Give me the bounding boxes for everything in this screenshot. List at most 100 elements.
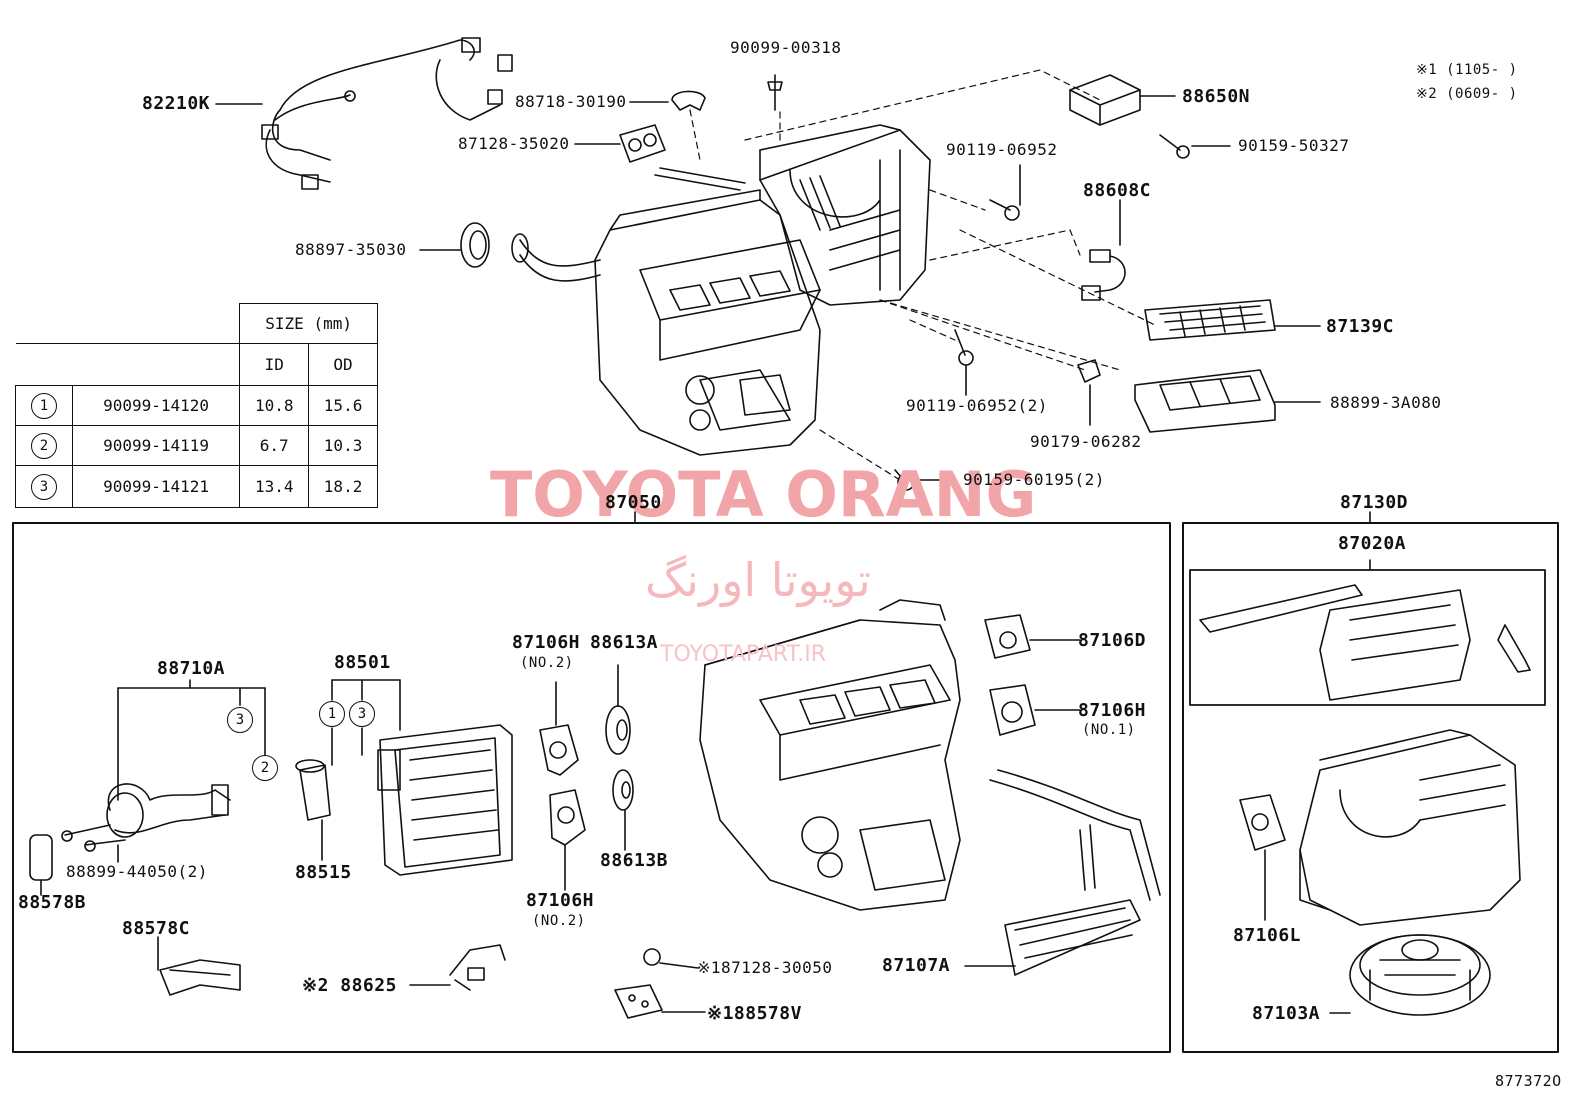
label-87128-35020[interactable]: 87128-35020	[458, 134, 570, 153]
label-87106D[interactable]: 87106D	[1078, 630, 1147, 651]
id-value: 10.8	[239, 385, 310, 426]
od-value: 10.3	[308, 425, 378, 466]
screw-90159-60195	[894, 469, 915, 491]
gasket-87020A	[1199, 584, 1363, 633]
label-87139C[interactable]: 87139C	[1326, 316, 1395, 337]
label-87106L[interactable]: 87106L	[1233, 925, 1302, 946]
blower-case-87130D	[1299, 729, 1521, 926]
heater-core-87107A	[989, 769, 1161, 976]
label-87106H-no2-lower-note: (NO.2)	[532, 913, 586, 929]
label-90119-06952[interactable]: 90119-06952	[946, 140, 1058, 159]
filter-87139C	[1144, 299, 1276, 341]
label-90159-60195-2[interactable]: 90159-60195(2)	[963, 470, 1105, 489]
grommet-187128-30050	[643, 948, 661, 966]
label-88625[interactable]: ※2 88625	[302, 975, 397, 996]
module-88650N	[1069, 74, 1141, 126]
label-88578V[interactable]: ※188578V	[707, 1003, 802, 1024]
od-value: 15.6	[308, 385, 378, 426]
filter-case-88899-3A080	[1134, 369, 1276, 433]
label-88578B[interactable]: 88578B	[18, 892, 87, 913]
ref-circle: 3	[30, 473, 57, 500]
label-88718-30190[interactable]: 88718-30190	[515, 92, 627, 111]
nut-90179-06282	[1077, 359, 1101, 383]
part-number: 90099-14120	[71, 385, 241, 426]
label-88613A[interactable]: 88613A	[590, 632, 659, 653]
watermark-site: TOYOTAPART.IR	[660, 642, 827, 667]
bracket-88578C	[159, 959, 241, 996]
label-87020A[interactable]: 87020A	[1338, 533, 1407, 554]
label-87130D[interactable]: 87130D	[1340, 492, 1409, 513]
gear-88613A	[605, 705, 631, 755]
wiring-harness-82210K	[261, 37, 513, 190]
label-187128-30050[interactable]: ※187128-30050	[697, 958, 833, 977]
gear-88613B	[612, 769, 634, 811]
table-row: 1 90099-14120 10.8 15.6	[15, 385, 378, 426]
bracket-88501	[331, 679, 401, 766]
frame-87050	[12, 522, 1171, 1053]
od-value: 18.2	[308, 465, 378, 508]
size-table: SIZE (mm) ID OD 1 90099-14120 10.8 15.6 …	[15, 303, 378, 508]
ref-circle: 1	[30, 392, 57, 419]
table-row: 3 90099-14121 13.4 18.2	[15, 465, 378, 508]
id-value: 6.7	[239, 425, 310, 466]
label-87106H-no1-note: (NO.1)	[1082, 722, 1136, 738]
label-87103A[interactable]: 87103A	[1252, 1003, 1321, 1024]
screw-90159-50327	[1159, 134, 1190, 159]
label-88710A[interactable]: 88710A	[157, 658, 226, 679]
label-88501[interactable]: 88501	[334, 652, 391, 673]
bolts-88899-44050	[61, 824, 126, 852]
label-87106H-no2-upper[interactable]: 87106H	[512, 632, 581, 653]
sensor-88608C	[1081, 249, 1126, 301]
note-2: ※2 (0609- )	[1416, 86, 1518, 102]
watermark-title: TOYOTA ORANG	[490, 458, 1037, 531]
hose-88710A	[106, 783, 231, 838]
screw-90119-06952-2	[954, 329, 974, 366]
label-87050[interactable]: 87050	[605, 492, 662, 513]
grommet-88897-35030	[460, 222, 490, 268]
label-87106H-no2-lower[interactable]: 87106H	[526, 890, 595, 911]
servo-87106D	[984, 614, 1031, 659]
label-82210K[interactable]: 82210K	[142, 93, 211, 114]
label-87107A[interactable]: 87107A	[882, 955, 951, 976]
table-row: 2 90099-14119 6.7 10.3	[15, 425, 378, 466]
label-90179-06282[interactable]: 90179-06282	[1030, 432, 1142, 451]
heater-case-87050	[699, 599, 961, 911]
label-87106H-no1[interactable]: 87106H	[1078, 700, 1147, 721]
label-88578C[interactable]: 88578C	[122, 918, 191, 939]
servo-87106L	[1239, 794, 1286, 851]
ref-circle-1: 1	[319, 701, 345, 727]
part-number: 90099-14119	[71, 425, 241, 466]
frame-87020A	[1189, 569, 1546, 706]
ref-circle-2: 2	[252, 755, 278, 781]
screw-90099-00318	[767, 74, 783, 111]
label-88613B[interactable]: 88613B	[600, 850, 669, 871]
label-88897-35030[interactable]: 88897-35030	[295, 240, 407, 259]
pad-88578B	[29, 834, 53, 881]
leader-dashes-upper	[689, 69, 1156, 481]
lever-87020A	[1497, 624, 1531, 673]
grommet-87128-35020	[619, 124, 666, 163]
label-88899-3A080[interactable]: 88899-3A080	[1330, 393, 1442, 412]
servo-87106H-no2-lower	[549, 789, 586, 846]
valve-88515	[295, 759, 331, 821]
watermark-farsi: تویوتا اورنگ	[645, 553, 871, 607]
ref-circle-3b: 3	[349, 701, 375, 727]
size-header: SIZE (mm)	[239, 303, 378, 344]
servo-87106H-no1	[989, 684, 1036, 736]
id-value: 13.4	[239, 465, 310, 508]
label-90099-00318[interactable]: 90099-00318	[730, 38, 842, 57]
bracket-88710A	[117, 679, 266, 801]
label-90159-50327[interactable]: 90159-50327	[1238, 136, 1350, 155]
col-id-header: ID	[239, 343, 310, 386]
harness-88625	[449, 944, 506, 991]
label-88650N[interactable]: 88650N	[1182, 86, 1251, 107]
label-88899-44050-2[interactable]: 88899-44050(2)	[66, 862, 208, 881]
pad-88578V	[614, 984, 663, 1019]
servo-87106H-no2-upper	[539, 724, 579, 776]
label-90119-06952-2[interactable]: 90119-06952(2)	[906, 396, 1048, 415]
label-88608C[interactable]: 88608C	[1083, 180, 1152, 201]
clip-88718	[671, 90, 706, 111]
ref-circle: 2	[30, 432, 57, 459]
label-88515[interactable]: 88515	[295, 862, 352, 883]
